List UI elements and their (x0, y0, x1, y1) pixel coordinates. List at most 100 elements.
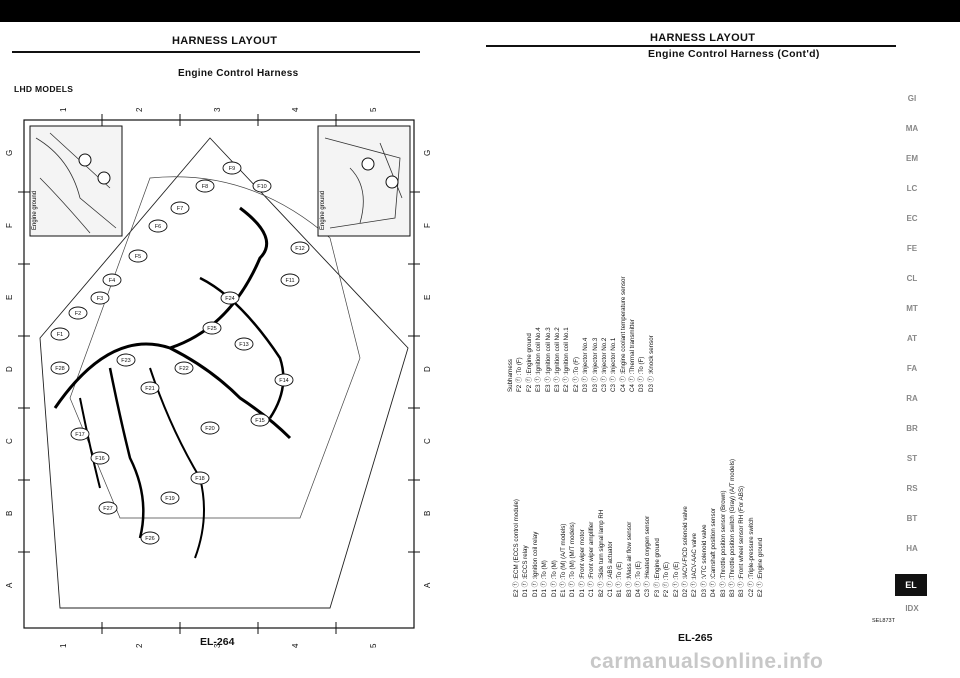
inset-label-right: Engine ground (320, 191, 326, 230)
section-tab-ec: EC (906, 214, 918, 223)
connector-list-item: B1 ⓕ :To (E) (616, 561, 624, 597)
connector-list-item: B3 ⓕ :Mass air flow sensor (625, 521, 633, 597)
connector-list-item: D1 ⓕ :Front wiper motor (578, 529, 586, 597)
connector-id: F7 (177, 206, 183, 212)
connector-id: F9 (229, 166, 235, 172)
connector-bubble: F3 (90, 291, 110, 305)
section-tab-ha: HA (906, 544, 918, 553)
row-label: F (5, 223, 14, 228)
connector-list-item: E3 ⓕ :Ignition coil No.2 (553, 327, 561, 392)
section-tab-gi: GI (907, 94, 917, 103)
connector-id: F11 (285, 278, 294, 284)
connector-id: F22 (179, 366, 188, 372)
connector-bubble: F24 (220, 291, 240, 305)
connector-bubble: F16 (90, 451, 110, 465)
connector-bubble: F12 (290, 241, 310, 255)
left-page-number: EL-264 (200, 636, 235, 648)
harness-diagram: F1 F2 F3 F4 F5 F6 F7 F8 F9 F10 F11 F12 F… (5, 107, 432, 648)
connector-list-item: E2 ⓕ :IACV-AAC valve (691, 533, 699, 597)
connector-bubble: F26 (140, 531, 160, 545)
connector-bubble: F28 (50, 361, 70, 375)
left-header: HARNESS LAYOUT (172, 35, 278, 47)
connector-bubble: F8 (195, 179, 215, 193)
row-label-right: E (423, 295, 432, 300)
section-tab-bt: BT (906, 514, 918, 523)
grid-col-ticks (101, 114, 337, 634)
connector-bubble: F5 (128, 249, 148, 263)
connector-list-item: D1 ⓕ :To (M) (541, 560, 549, 597)
connector-list-item: E2 ⓕ :ECM (ECCS control module) (513, 499, 520, 597)
connector-list-item: E2 ⓕ :Ignition coil No.1 (563, 327, 571, 392)
connector-list-item: C3 ⓕ :Injector No.1 (610, 337, 618, 392)
connector-list-item: D2 ⓕ :IACV-FICD solenoid valve (682, 506, 690, 597)
connector-id: F19 (165, 496, 174, 502)
connector-id: F8 (202, 184, 208, 190)
connector-id: F12 (295, 246, 304, 252)
connector-list-item: D1 ⓕ :Ignition coil relay (531, 531, 539, 597)
section-tab-fe: FE (906, 244, 918, 253)
connector-bubble: F23 (116, 353, 136, 367)
connector-id: F13 (239, 342, 248, 348)
connector-bubble: F15 (250, 413, 270, 427)
section-tab-ra: RA (906, 394, 918, 403)
watermark: carmanualsonline.info (590, 650, 824, 673)
connector-bubble: F21 (140, 381, 160, 395)
connector-bubble: F6 (148, 219, 168, 233)
connector-bubble: F19 (160, 491, 180, 505)
connector-id: F2 (75, 311, 81, 317)
row-label: E (5, 295, 14, 300)
connector-list-item: C1 ⓕ :Front wiper amplifier (588, 521, 596, 597)
right-page: HARNESS LAYOUT Engine Control Harness (C… (470, 22, 960, 662)
row-label: C (5, 438, 14, 444)
section-tab-em: EM (906, 154, 918, 163)
connector-list-item: C3 ⓕ :Heated oxygen sensor (644, 515, 652, 597)
row-label: D (5, 366, 14, 372)
connector-bubble: F13 (234, 337, 254, 351)
left-subtitle: Engine Control Harness (178, 68, 299, 79)
connector-bubble: F14 (274, 373, 294, 387)
col-label-bottom: 5 (369, 643, 378, 648)
right-header: HARNESS LAYOUT (650, 32, 756, 44)
connector-id: F14 (279, 378, 288, 384)
row-label: A (5, 582, 14, 588)
connector-id: F1 (57, 332, 63, 338)
connector-list-item: B3 ⓕ :Front wheel sensor RH (For ABS) (738, 485, 746, 597)
left-page: HARNESS LAYOUT Engine Control Harness LH… (0, 22, 470, 662)
scan-top-border (0, 0, 960, 22)
section-tab-mt: MT (906, 304, 918, 313)
connector-list-item: D3 ⓕ :VTC solenoid valve (700, 524, 708, 597)
connector-list-item: D1 ⓕ :To (M) (550, 560, 558, 597)
grid-row-ticks (18, 191, 420, 553)
connector-bubble: F7 (170, 201, 190, 215)
connector-bubble: F25 (202, 321, 222, 335)
connector-list-item: D3 ⓕ :Injector No.4 (582, 337, 590, 392)
connector-list-item: F2 ⓕ :To (E) (663, 561, 671, 597)
section-tab-br: BR (906, 424, 918, 433)
figure-ref-code: SEL873T (872, 618, 895, 624)
connector-bubble: F18 (190, 471, 210, 485)
connector-id: F15 (255, 418, 264, 424)
col-label-bottom: 1 (59, 643, 68, 648)
connector-list-item: E2 ⓕ :To (F) (572, 356, 580, 392)
connector-list-item: D3 ⓕ :To (F) (638, 356, 646, 392)
connector-list-item: C4 ⓕ :Thermal transmitter (629, 319, 637, 392)
connector-id: F10 (257, 184, 266, 190)
section-tab-st: ST (906, 454, 918, 463)
col-label: 5 (369, 107, 378, 112)
col-label: 1 (59, 107, 68, 112)
connector-bubble: F17 (70, 427, 90, 441)
connector-list-item: B3 ⓕ :Throttle position switch (Gray) (A… (728, 458, 736, 597)
connector-id: F17 (75, 432, 84, 438)
section-tab-fa: FA (906, 364, 918, 373)
section-tab-lc: LC (906, 184, 918, 193)
section-tab-ma: MA (905, 124, 919, 133)
section-tab-rs: RS (906, 484, 918, 493)
connector-bubbles: F1 F2 F3 F4 F5 F6 F7 F8 F9 F10 F11 F12 F… (50, 161, 310, 545)
connector-id: F16 (95, 456, 104, 462)
connector-bubble: F2 (68, 306, 88, 320)
inset-label-left: Engine ground (32, 191, 38, 230)
row-label-right: D (423, 366, 432, 372)
connector-list-item: D3 ⓕ :Knock sensor (647, 335, 655, 392)
connector-list-item: E2 ⓕ :Engine ground (757, 537, 765, 597)
section-tab-at: AT (906, 334, 918, 343)
